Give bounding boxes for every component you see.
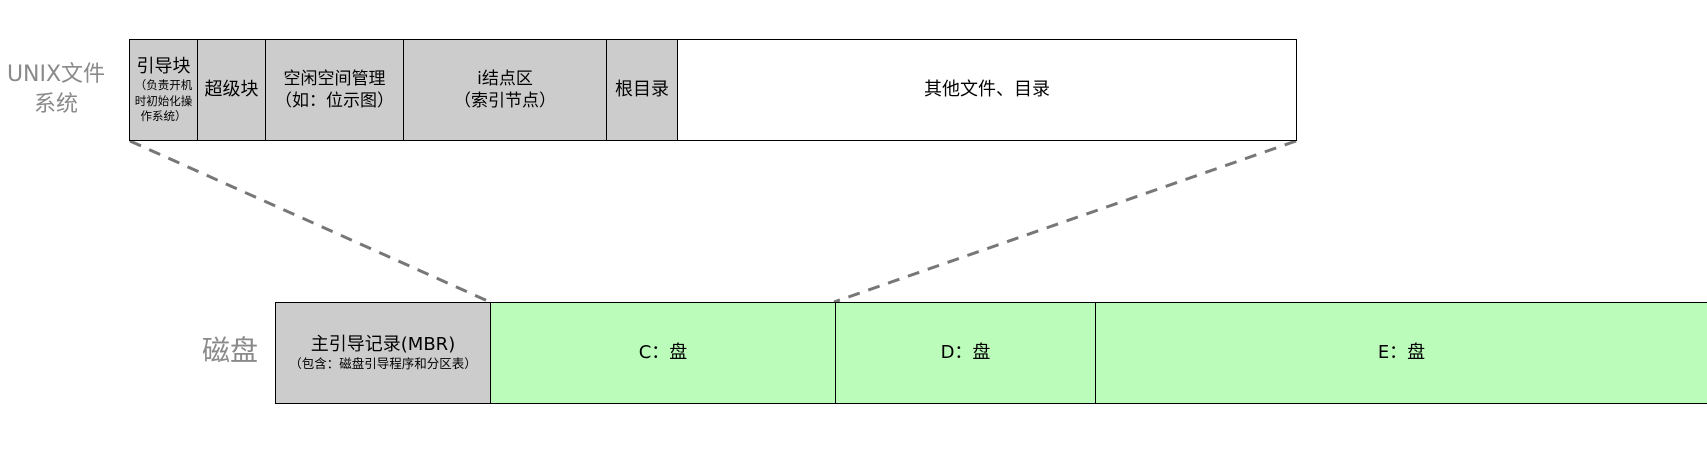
boot-block-desc-1: （负责开机 xyxy=(134,78,193,93)
mbr-desc: （包含：磁盘引导程序和分区表） xyxy=(289,356,477,372)
boot-block-desc-3: 作系统） xyxy=(140,109,187,124)
free-space-title: 空闲空间管理 xyxy=(283,68,386,89)
partition-d-title: D：盘 xyxy=(940,342,991,364)
boot-block-title: 引导块 xyxy=(136,56,191,78)
free-space-desc: （如：位示图） xyxy=(275,91,394,111)
root-directory-title: 根目录 xyxy=(615,79,669,101)
disk-bar: 主引导记录(MBR) （包含：磁盘引导程序和分区表） C：盘 D：盘 E：盘 xyxy=(275,302,1707,404)
connector-left-line xyxy=(129,139,491,304)
boot-block: 引导块 （负责开机 时初始化操 作系统） xyxy=(130,40,198,140)
inode-area-desc: （索引节点） xyxy=(454,91,556,111)
partition-c-title: C：盘 xyxy=(638,342,688,364)
partition-d: D：盘 xyxy=(836,303,1096,403)
unix-fs-bar: 引导块 （负责开机 时初始化操 作系统） 超级块 空闲空间管理 （如：位示图） … xyxy=(129,39,1297,141)
root-directory: 根目录 xyxy=(607,40,678,140)
unix-fs-label-line1: UNIX文件 xyxy=(6,62,106,87)
boot-block-desc-2: 时初始化操 xyxy=(134,93,193,108)
connector-right-line xyxy=(833,139,1297,304)
mbr-partition: 主引导记录(MBR) （包含：磁盘引导程序和分区表） xyxy=(276,303,491,403)
unix-fs-label-line2: 系统 xyxy=(33,91,78,117)
inode-area-title: i结点区 xyxy=(477,68,533,89)
free-space-management: 空闲空间管理 （如：位示图） xyxy=(266,40,404,140)
super-block-title: 超级块 xyxy=(204,79,259,101)
other-files-dirs: 其他文件、目录 xyxy=(678,40,1296,140)
disk-label: 磁盘 xyxy=(201,334,258,367)
other-files-title: 其他文件、目录 xyxy=(924,79,1050,101)
partition-e-title: E：盘 xyxy=(1377,342,1426,364)
inode-area: i结点区 （索引节点） xyxy=(404,40,607,140)
unix-fs-label: UNIX文件 系统 xyxy=(0,60,112,119)
super-block: 超级块 xyxy=(198,40,266,140)
partition-e: E：盘 xyxy=(1096,303,1707,403)
mbr-title: 主引导记录(MBR) xyxy=(310,333,456,355)
partition-c: C：盘 xyxy=(491,303,836,403)
